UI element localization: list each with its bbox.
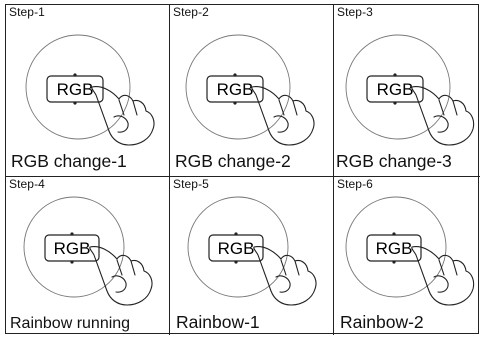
step-panel-2: Step-2 RGB RGB change-2 [170,5,334,177]
step-caption: Rainbow-1 [176,312,260,332]
step-label: Step-6 [337,177,373,191]
step-label: Step-1 [9,5,45,19]
pointing-hand-icon [253,246,317,306]
dial-diagram: RGB [25,34,155,146]
step-caption: RGB change-2 [175,151,291,171]
rgb-button-label: RGB [54,239,91,258]
rgb-button-label: RGB [377,80,414,99]
step-panel-6: Step-6 RGB Rainbow-2 [334,177,480,335]
pointing-hand-icon [89,246,153,306]
pointing-hand-icon [411,246,475,306]
rgb-button-label: RGB [57,80,94,99]
pointing-hand-icon [411,86,475,146]
pointing-hand-icon [91,86,155,146]
steps-grid: Step-1 RGB RGB change-1 Step-2 RGB [5,4,480,335]
step-label: Step-2 [173,5,209,19]
rgb-button-label: RGB [218,239,255,258]
dial-diagram: RGB [345,196,475,306]
pointing-hand-icon [251,86,315,146]
step-panel-5: Step-5 RGB Rainbow-1 [170,177,334,335]
step-label: Step-5 [173,177,209,191]
step-caption: Rainbow-2 [340,312,424,332]
step-caption: RGB change-3 [336,151,452,171]
step-panel-4: Step-4 RGB Rainbow running [6,177,170,335]
rgb-button-label: RGB [376,239,413,258]
step-panel-1: Step-1 RGB RGB change-1 [6,5,170,177]
step-caption: RGB change-1 [11,151,127,171]
step-label: Step-4 [9,177,45,191]
dial-diagram: RGB [345,34,475,146]
dial-diagram: RGB [187,196,317,306]
step-label: Step-3 [337,5,373,19]
dial-diagram: RGB [185,34,315,146]
rgb-button-label: RGB [217,80,254,99]
step-panel-3: Step-3 RGB RGB change-3 [334,5,480,177]
dial-diagram: RGB [23,196,153,306]
step-caption: Rainbow running [10,315,131,332]
